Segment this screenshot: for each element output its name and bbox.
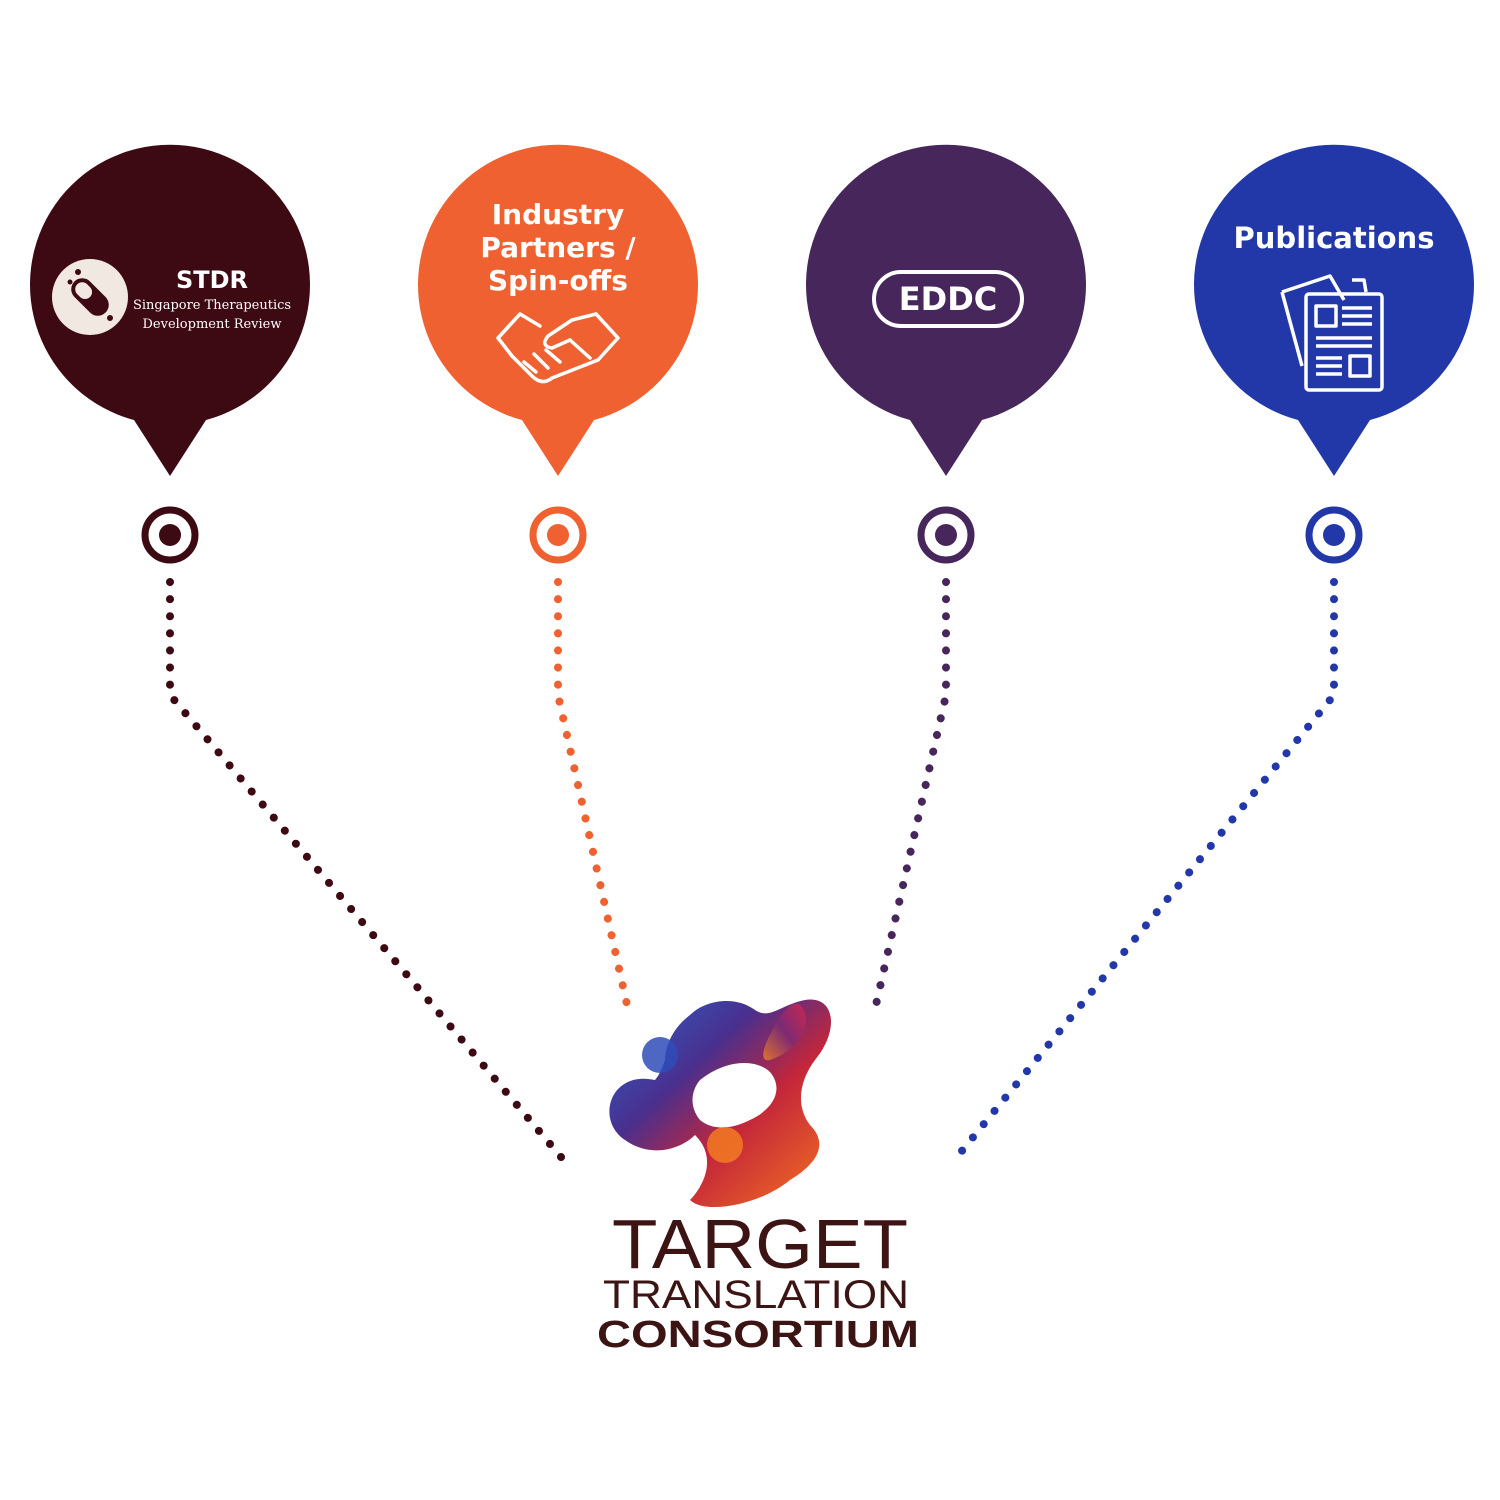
logo-line1: TARGET [612, 1205, 908, 1283]
logo-line3: CONSORTIUM [597, 1314, 919, 1356]
industry-label-line3: Spin-offs [488, 264, 628, 297]
eddc-label: EDDC [899, 280, 997, 318]
connector-line-stdr [166, 578, 576, 1174]
stdr-title: STDR [176, 266, 248, 294]
publications-label: Publications [1234, 221, 1435, 255]
pin-publications [1194, 144, 1474, 477]
target-marker-industry [529, 506, 587, 564]
consortium-logo: TARGET TRANSLATION CONSORTIUM [597, 999, 919, 1356]
node-publications: Publications [1194, 144, 1474, 477]
target-marker-eddc [917, 506, 975, 564]
node-industry: Industry Partners / Spin-offs [418, 144, 698, 476]
connector-lines [166, 578, 1338, 1174]
capsule-icon [71, 278, 109, 316]
capsule-particle [107, 315, 113, 321]
target-markers [141, 506, 1363, 564]
pin-industry [418, 144, 698, 476]
handshake-icon [496, 312, 620, 384]
target-marker-publications [1305, 506, 1363, 564]
industry-label-line1: Industry [492, 198, 624, 231]
newspaper-icon [1280, 274, 1384, 392]
stdr-subtitle-line2: Development Review [142, 317, 281, 332]
logo-line2: TRANSLATION [603, 1273, 909, 1317]
pin-stdr [29, 144, 311, 476]
molecule-logo-icon [609, 999, 832, 1208]
connector-line-publications [948, 578, 1338, 1167]
eddc-badge-outline [872, 270, 1024, 328]
pin-eddc [806, 144, 1086, 476]
node-eddc: EDDC [806, 144, 1086, 476]
industry-label-line2: Partners / [480, 231, 636, 264]
connector-line-eddc [869, 578, 950, 1022]
target-marker-stdr [141, 506, 199, 564]
stdr-subtitle-line1: Singapore Therapeutics [133, 298, 291, 313]
capsule-particle [67, 279, 73, 285]
connector-line-industry [554, 578, 634, 1022]
capsule-particle [75, 269, 81, 275]
node-stdr: STDR Singapore Therapeutics Development … [29, 144, 311, 476]
